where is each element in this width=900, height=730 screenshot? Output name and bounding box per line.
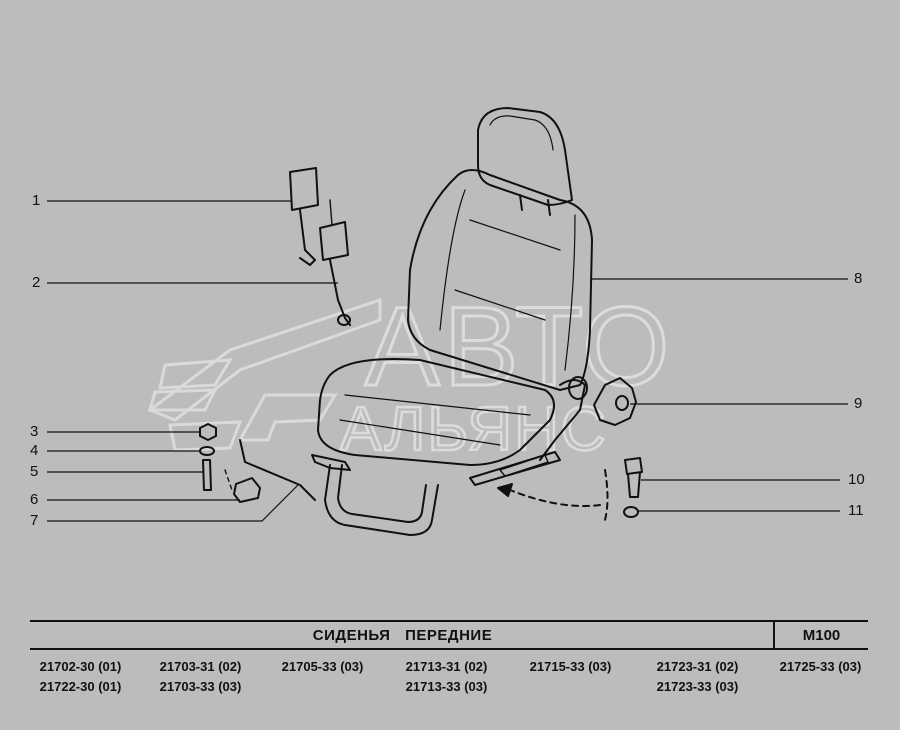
model-code: 21723-33 (03) [656,679,739,694]
callout-7: 7 [30,512,39,529]
callout-6: 6 [30,491,39,508]
callout-11: 11 [848,502,864,519]
title-bar: СИДЕНЬЯ ПЕРЕДНИЕ M100 [30,620,868,650]
model-column-3: 21705-33 (03) [270,657,375,677]
model-column-7: 21725-33 (03) [768,657,873,677]
backrest [407,169,593,391]
model-column-5: 21715-33 (03) [518,657,623,677]
rod [239,439,316,501]
model-column-1: 21702-30 (01) 21722-30 (01) [28,657,133,697]
callout-8: 8 [854,270,863,287]
belt-latch [319,221,351,326]
model-code: 21715-33 (03) [529,659,612,674]
seat-frame [324,464,439,536]
model-code: 21703-33 (03) [159,679,242,694]
model-code: 21725-33 (03) [779,659,862,674]
seat-cushion [317,358,555,466]
clamp [233,477,261,503]
washer [623,506,639,518]
callout-10: 10 [848,471,865,488]
motion-arrow [509,469,609,521]
bolt [624,457,643,498]
callout-9: 9 [854,395,863,412]
title-divider [773,622,775,648]
page-title: СИДЕНЬЯ ПЕРЕДНИЕ [312,627,493,644]
seat-frame-inner [337,464,427,523]
model-code: 21713-33 (03) [405,679,488,694]
callout-5: 5 [30,463,39,480]
model-column-2: 21703-31 (02) 21703-33 (03) [148,657,253,697]
callout-4: 4 [30,442,39,459]
recliner-bracket [539,379,586,461]
watermark-line1: АВТО [365,284,673,409]
callout-3: 3 [30,423,39,440]
watermark-logo [146,297,382,452]
model-code: 21713-31 (02) [405,659,488,674]
model-column-6: 21723-31 (02) 21723-33 (03) [645,657,750,697]
model-code: 21722-30 (01) [39,679,122,694]
callout-2: 2 [32,274,41,291]
model-code: 21705-33 (03) [281,659,364,674]
leader-7 [47,484,299,522]
seat-cushion-seam [339,394,531,446]
headrest [477,107,573,206]
rail-slider [499,454,549,477]
watermark-line2: АЛЬЯНС [340,395,608,464]
front-lever [311,454,351,471]
belt-buckle [289,167,319,266]
model-code: 21702-30 (01) [39,659,122,674]
stud [202,459,212,491]
seat-diagram: АВТО АЛЬЯНС [47,107,848,536]
model-code: 21703-31 (02) [159,659,242,674]
recline-knob [593,377,637,426]
backrest-seam [439,189,576,371]
headrest-inner [489,115,554,151]
recliner-hub [568,376,588,400]
model-column-4: 21713-31 (02) 21713-33 (03) [394,657,499,697]
section-code: M100 [802,627,841,644]
nut [199,423,217,441]
headrest-posts [519,194,551,216]
callout-1: 1 [32,192,41,209]
model-code: 21723-31 (02) [656,659,739,674]
